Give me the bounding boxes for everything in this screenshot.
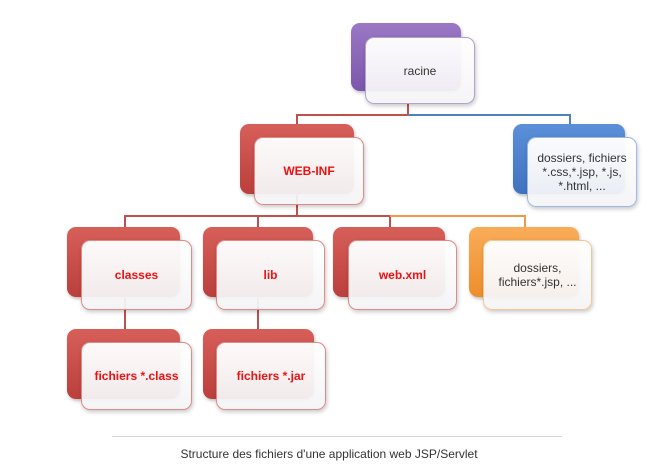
connector-webinf-other — [390, 215, 526, 228]
node-jar-files-box: fichiers *.jar — [216, 342, 326, 410]
node-other-files-label: dossiers, fichiers*.jsp, ... — [498, 261, 577, 289]
node-root-box: racine — [365, 37, 475, 104]
node-classes-label: classes — [114, 268, 159, 282]
figure-caption: Structure des fichiers d'une application… — [180, 447, 478, 461]
node-web-inf-label: WEB-INF — [283, 164, 335, 178]
connector-root-static — [408, 114, 571, 128]
node-web-xml-box: web.xml — [348, 240, 457, 310]
node-web-xml-label: web.xml — [378, 268, 427, 282]
node-root-label: racine — [403, 63, 437, 78]
node-lib-box: lib — [216, 240, 325, 310]
node-class-files-box: fichiers *.class — [81, 342, 192, 410]
connector-root-webinf — [296, 103, 409, 128]
node-static-files-box: dossiers, fichiers *.css,*.jsp, *.js, *.… — [527, 137, 637, 207]
node-class-files-label: fichiers *.class — [94, 369, 179, 383]
node-web-inf-box: WEB-INF — [254, 137, 364, 205]
node-lib-label: lib — [263, 268, 278, 282]
node-static-files-label: dossiers, fichiers *.css,*.jsp, *.js, *.… — [537, 151, 627, 193]
node-classes-box: classes — [81, 240, 192, 310]
node-other-files-box: dossiers, fichiers*.jsp, ... — [483, 240, 592, 310]
node-jar-files-label: fichiers *.jar — [236, 369, 306, 383]
caption-divider — [112, 436, 562, 437]
